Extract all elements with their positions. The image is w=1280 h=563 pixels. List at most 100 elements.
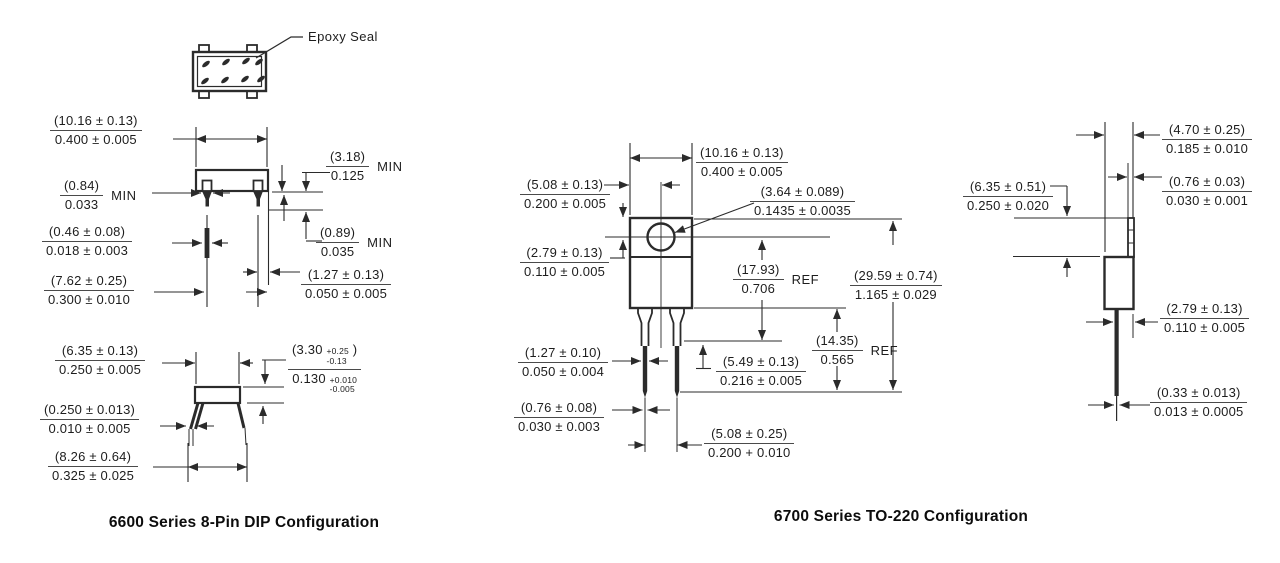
dip-body-top-outline [191, 50, 268, 93]
dim-dip-lead-thickness: (0.46 ± 0.08)0.018 ± 0.003 [42, 224, 133, 259]
dim-mm: (10.16 ± 0.13) [696, 145, 788, 164]
dip-side-view [153, 352, 286, 482]
dim-mm-close: ) [352, 342, 358, 357]
dim-mm-main: (3.30 [292, 342, 323, 357]
dim-inch: 0.250 ± 0.020 [967, 198, 1050, 214]
dim-inch: 0.706 [741, 281, 776, 297]
dim-inch: 0.400 ± 0.005 [700, 164, 783, 180]
dim-to220-body-length-ref: (17.93)0.706 REF [733, 262, 820, 297]
dip-caption: 6600 Series 8-Pin DIP Configuration [108, 514, 380, 531]
dim-mm: (0.76 ± 0.08) [514, 400, 605, 419]
to220-tab-profile [1127, 217, 1135, 258]
dim-mm: (0.250 ± 0.013) [40, 402, 140, 421]
dim-mm: (3.64 ± 0.089) [750, 184, 855, 203]
dim-dip-lead-tip-thickness: (0.250 ± 0.013)0.010 ± 0.005 [40, 402, 140, 437]
dim-mm-tolerance: +0.25-0.13 [326, 346, 349, 366]
dim-mm: (0.46 ± 0.08) [42, 224, 133, 243]
dim-inch: 0.200 + 0.010 [708, 445, 791, 461]
to220-front-view [604, 143, 902, 452]
dip-top-view [191, 36, 303, 99]
dim-mm: (29.59 ± 0.74) [850, 268, 942, 287]
dim-mm: (5.08 ± 0.25) [704, 426, 795, 445]
dim-inch: 0.013 ± 0.0005 [1154, 404, 1244, 420]
dim-inch: 0.185 ± 0.010 [1166, 141, 1249, 157]
dim-dip-body-depth: (6.35 ± 0.13)0.250 ± 0.005 [55, 343, 146, 378]
dim-mm: (6.35 ± 0.51) [963, 179, 1054, 198]
dim-dip-lead-span: (8.26 ± 0.64)0.325 ± 0.025 [48, 449, 139, 484]
epoxy-seal-leader-line [255, 36, 303, 59]
to220-mounting-hole [646, 222, 676, 252]
dim-to220-lead-width-upper: (1.27 ± 0.10)0.050 ± 0.004 [518, 345, 609, 380]
dim-dip-standoff-height: (3.18)0.125 MIN [326, 149, 403, 184]
dim-mm: (0.33 ± 0.013) [1150, 385, 1248, 404]
dim-inch: 1.165 ± 0.029 [854, 287, 937, 303]
dim-mm: (0.89) [316, 225, 360, 244]
dim-mm: (6.35 ± 0.13) [55, 343, 146, 362]
dim-mm: (10.16 ± 0.13) [50, 113, 142, 132]
dim-inch: 0.125 [330, 168, 365, 184]
to220-body-side-outline [1103, 255, 1135, 311]
to220-left-lead [642, 346, 648, 391]
dim-dip-lead-width: (1.27 ± 0.13)0.050 ± 0.005 [301, 267, 392, 302]
dip-internal-pins [201, 57, 265, 85]
dip-front-view [152, 127, 330, 307]
dim-mm: (5.08 ± 0.13) [520, 177, 611, 196]
dim-suffix: REF [870, 342, 899, 358]
to220-lead-side [1114, 309, 1119, 396]
dim-inch-tolerance: +0.010-0.005 [329, 374, 358, 395]
dim-inch-main: 0.130 [292, 370, 326, 386]
dim-to220-lead-pitch: (5.08 ± 0.25)0.200 + 0.010 [704, 426, 795, 461]
dim-to220side-lead-tip-thickness: (0.33 ± 0.013)0.013 ± 0.0005 [1150, 385, 1248, 420]
dim-to220side-tab-thickness: (0.76 ± 0.03)0.030 ± 0.001 [1162, 174, 1253, 209]
dim-dip-shoulder-height: (0.89)0.035 MIN [316, 225, 393, 260]
epoxy-seal-label: Epoxy Seal [308, 29, 378, 44]
dip-epoxy-outline [196, 55, 263, 88]
dim-inch: 0.110 ± 0.005 [524, 264, 606, 280]
to220-right-lead [674, 346, 680, 391]
dim-to220-body-width: (10.16 ± 0.13)0.400 ± 0.005 [696, 145, 788, 180]
dim-to220-hole-center-offset: (5.08 ± 0.13)0.200 ± 0.005 [520, 177, 611, 212]
dip-body-side-outline [193, 385, 242, 405]
to220-side-view [1013, 122, 1162, 421]
dim-mm: (0.84) [60, 178, 104, 197]
dim-mm: (4.70 ± 0.25) [1162, 122, 1253, 141]
dim-inch: 0.030 ± 0.001 [1166, 193, 1249, 209]
dim-suffix: MIN [377, 158, 403, 174]
dim-inch: 0.300 ± 0.010 [48, 292, 131, 308]
dim-inch: 0.030 ± 0.003 [518, 419, 601, 435]
dim-suffix: MIN [111, 187, 137, 203]
dim-mm: (14.35) [812, 333, 863, 352]
dim-mm: (5.49 ± 0.13) [716, 354, 807, 373]
dim-dip-body-height: (3.30 +0.25-0.13 ) 0.130 +0.010-0.005 [288, 342, 362, 395]
dim-mm: (7.62 ± 0.25) [44, 273, 135, 292]
dim-inch: 0.035 [320, 244, 355, 260]
dim-to220side-body-thickness: (4.70 ± 0.25)0.185 ± 0.010 [1162, 122, 1253, 157]
dip-body-front-outline [194, 168, 270, 193]
dim-inch: 0.1435 ± 0.0035 [754, 203, 851, 219]
dim-inch: 0.010 ± 0.005 [48, 421, 131, 437]
dim-to220-overall-length: (29.59 ± 0.74)1.165 ± 0.029 [850, 268, 942, 303]
dim-to220side-tab-height: (6.35 ± 0.51)0.250 ± 0.020 [963, 179, 1054, 214]
dim-inch: 0.200 ± 0.005 [524, 196, 607, 212]
dim-suffix: REF [791, 271, 820, 287]
dim-to220-lead-length-ref: (14.35)0.565 REF [812, 333, 899, 368]
dim-inch: 0.565 [820, 352, 855, 368]
dim-inch: 0.050 ± 0.004 [522, 364, 605, 380]
dim-to220-hole-diameter: (3.64 ± 0.089)0.1435 ± 0.0035 [750, 184, 855, 219]
dim-mm: (1.27 ± 0.13) [301, 267, 392, 286]
dim-inch: 0.325 ± 0.025 [52, 468, 135, 484]
dim-suffix: MIN [367, 234, 393, 250]
dip-right-pin [253, 191, 263, 207]
dim-mm: (17.93) [733, 262, 784, 281]
dim-to220-hole-to-top: (2.79 ± 0.13)0.110 ± 0.005 [520, 245, 610, 280]
dim-inch: 0.400 ± 0.005 [54, 132, 137, 148]
dim-mm: (0.76 ± 0.03) [1162, 174, 1253, 193]
dip-left-pin [202, 191, 212, 207]
dim-dip-lead-spacing: (7.62 ± 0.25)0.300 ± 0.010 [44, 273, 135, 308]
dim-dip-shoulder-width: (0.84)0.033 MIN [60, 178, 137, 213]
dim-to220-lead-thickness: (0.76 ± 0.08)0.030 ± 0.003 [514, 400, 605, 435]
dim-mm: (3.18) [326, 149, 370, 168]
dim-mm: (8.26 ± 0.64) [48, 449, 139, 468]
